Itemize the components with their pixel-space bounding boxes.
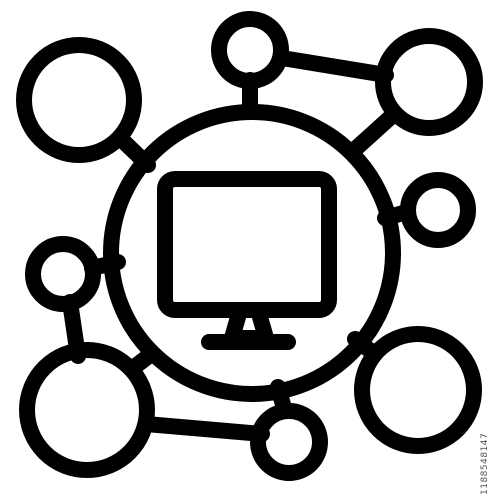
node-upper-left <box>16 37 142 163</box>
node-lower-left <box>19 342 155 478</box>
node-right <box>400 172 476 248</box>
link-line-upper-right <box>344 107 401 160</box>
node-top-right <box>375 28 483 136</box>
node-lower-right <box>354 326 482 454</box>
hub-circle <box>103 104 401 402</box>
node-bottom <box>250 403 328 481</box>
node-left <box>25 236 101 312</box>
monitor-screen <box>157 171 337 318</box>
link-line-bottom <box>138 416 270 442</box>
link-line-top-right <box>274 50 394 83</box>
watermark-id: 1188548147 <box>480 432 490 495</box>
node-top <box>211 11 289 89</box>
